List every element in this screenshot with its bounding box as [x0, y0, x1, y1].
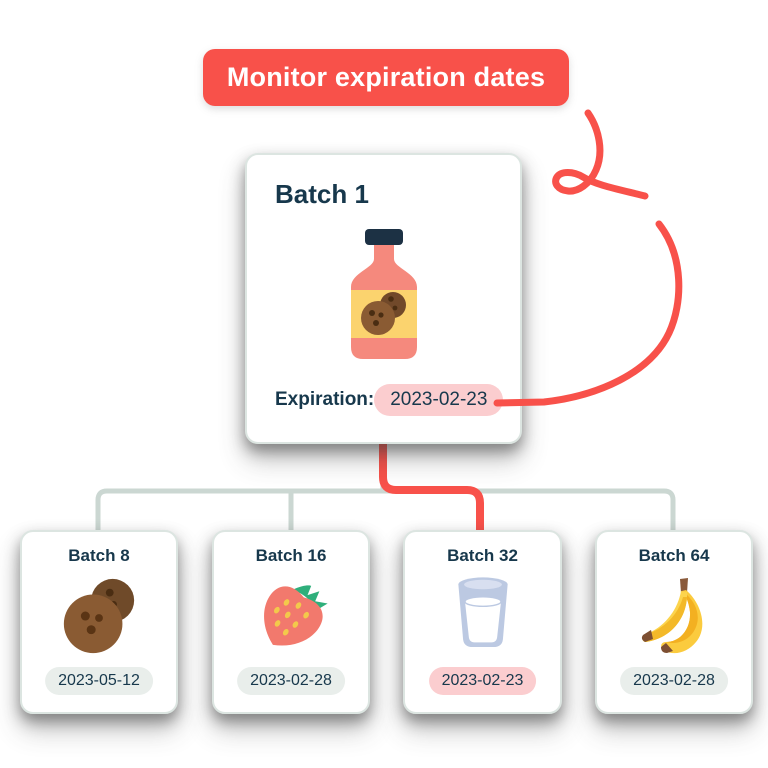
expiration-badge: 2023-02-23	[374, 384, 504, 416]
batch-16-title: Batch 16	[255, 546, 327, 565]
batch-32-title: Batch 32	[447, 546, 518, 565]
title-banner-label: Monitor expiration dates	[226, 62, 546, 92]
expiration-row: Expiration: 2023-02-23	[275, 384, 504, 416]
batch-8-title: Batch 8	[68, 546, 130, 565]
batch-card-32: Batch 32 2023-02-23	[403, 530, 562, 714]
batch-card-64: Batch 64 2023-02-28	[595, 530, 753, 714]
batch-card-8: Batch 8 2023-05-12	[20, 530, 178, 714]
batch-1-title: Batch 1	[275, 179, 369, 209]
expiration-label: Expiration:	[275, 389, 375, 410]
bottle-icon	[350, 229, 417, 365]
strawberry-icon	[251, 576, 331, 663]
batch-card-16: Batch 16 2023-02-28	[212, 530, 370, 714]
expiration-badge: 2023-02-23	[428, 667, 537, 695]
pointer-curve	[493, 220, 683, 407]
milk-glass-icon	[454, 576, 512, 653]
title-banner: Monitor expiration dates	[203, 49, 569, 106]
batch-64-title: Batch 64	[638, 546, 710, 565]
red-highlight-connector	[379, 440, 484, 537]
expiration-badge: 2023-02-28	[620, 667, 728, 695]
batch-card-1: Batch 1 Expiration: 2023-02-23	[245, 153, 522, 444]
gray-connector-line	[95, 488, 676, 536]
expiration-badge: 2023-02-28	[237, 667, 345, 695]
cookies-icon	[58, 576, 140, 663]
bananas-icon	[634, 576, 714, 663]
expiration-badge: 2023-05-12	[45, 667, 153, 695]
squiggle-line	[552, 109, 649, 200]
